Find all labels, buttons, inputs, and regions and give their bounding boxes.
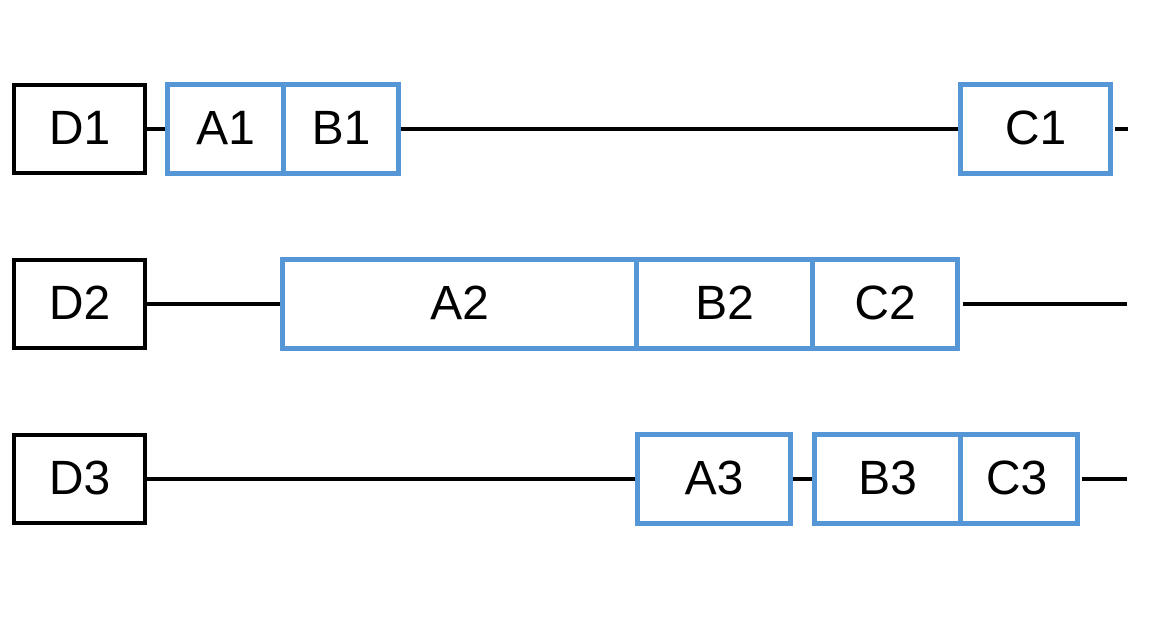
segment-b1-label: B1 xyxy=(311,102,371,155)
segment-a2: A2 xyxy=(285,262,634,346)
segment-a1: A1 xyxy=(170,87,281,171)
segment-group-a1-b1: A1 B1 xyxy=(165,82,401,176)
segment-a3: A3 xyxy=(635,432,793,526)
segment-a2-label: A2 xyxy=(430,277,489,330)
segment-b1: B1 xyxy=(281,87,396,171)
segment-c3: C3 xyxy=(958,437,1070,521)
segment-c3-label: C3 xyxy=(985,452,1048,505)
segment-c2: C2 xyxy=(810,262,955,346)
segment-a1-label: A1 xyxy=(196,102,255,155)
segment-b2: B2 xyxy=(634,262,810,346)
box-d1-label: D1 xyxy=(48,102,111,155)
connector-line-d1-a1 xyxy=(147,127,165,131)
segment-b2-label: B2 xyxy=(695,277,754,330)
connector-line-d2-a2 xyxy=(147,302,280,306)
segment-group-b3-c3: B3 C3 xyxy=(812,432,1080,526)
segment-b3: B3 xyxy=(817,437,958,521)
box-d2-label: D2 xyxy=(48,277,111,330)
track-line-1-tail xyxy=(1115,127,1128,131)
box-d3: D3 xyxy=(12,433,147,525)
track-line-2-tail xyxy=(963,302,1127,306)
box-d3-label: D3 xyxy=(48,452,111,505)
track-line-1 xyxy=(401,127,958,131)
segment-a3-label: A3 xyxy=(684,452,744,505)
segment-c2-label: C2 xyxy=(854,277,916,330)
track-line-3-tail xyxy=(1082,477,1127,481)
box-d2: D2 xyxy=(12,258,147,350)
track-line-3 xyxy=(147,477,635,481)
segment-c1: C1 xyxy=(958,82,1113,176)
segment-c1-label: C1 xyxy=(1004,102,1067,155)
connector-line-a3-b3 xyxy=(793,477,812,481)
segment-group-a2-b2-c2: A2 B2 C2 xyxy=(280,257,960,351)
segment-b3-label: B3 xyxy=(858,452,917,505)
box-d1: D1 xyxy=(12,83,147,175)
